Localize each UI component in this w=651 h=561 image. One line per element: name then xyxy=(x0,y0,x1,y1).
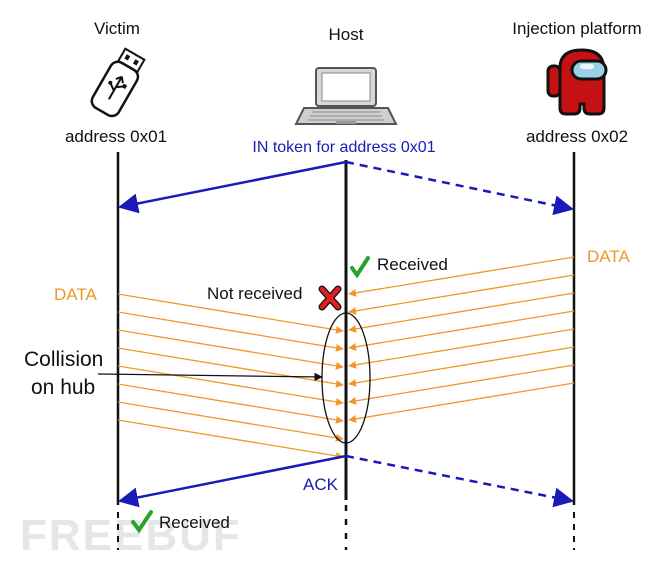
host-received-label: Received xyxy=(377,255,448,274)
injector-data-arrow xyxy=(348,292,575,333)
injector-data-arrow xyxy=(348,328,575,369)
laptop-icon xyxy=(294,67,398,125)
victim-data-arrow xyxy=(117,329,344,370)
injector-data-arrow xyxy=(348,274,575,315)
victim-data-arrows xyxy=(117,293,344,460)
injector-data-arrows xyxy=(348,256,575,423)
injector-data-arrow xyxy=(348,346,575,387)
usb-stick-icon xyxy=(90,47,146,118)
watermark-text: FREEBUF xyxy=(20,511,242,560)
victim-data-arrow xyxy=(117,347,344,388)
injector-data-arrow xyxy=(348,382,575,423)
victim-title: Victim xyxy=(94,19,140,38)
victim-data-arrow xyxy=(117,311,344,352)
in-token-label: IN token for address 0x01 xyxy=(252,139,435,156)
crewmate-icon xyxy=(546,48,608,116)
in-token-to-victim-arrow xyxy=(118,160,347,214)
victim-data-arrow xyxy=(117,365,344,406)
victim-data-arrow xyxy=(117,383,344,424)
victim-data-label: DATA xyxy=(54,285,97,304)
victim-received-label: Received xyxy=(159,513,230,532)
host-title: Host xyxy=(329,25,364,44)
victim-data-arrow xyxy=(117,401,344,442)
not-received-x-icon xyxy=(318,285,342,311)
in-token-to-injector-arrow xyxy=(345,160,574,216)
victim-data-arrow xyxy=(117,293,344,334)
collision-pointer-arrow xyxy=(97,372,323,382)
injector-data-arrow xyxy=(348,364,575,405)
not-received-label: Not received xyxy=(207,284,302,303)
ack-to-injector-arrow xyxy=(345,454,574,508)
injector-data-arrow xyxy=(348,256,575,297)
injector-data-arrow xyxy=(348,310,575,351)
victim-data-arrow xyxy=(117,419,344,460)
ack-to-victim-arrow xyxy=(118,454,347,508)
ack-label: ACK xyxy=(303,475,339,494)
injector-data-label: DATA xyxy=(587,247,630,266)
collision-label: Collision on hub xyxy=(24,348,109,399)
host-received-check-icon xyxy=(350,256,370,279)
injector-title: Injection platform xyxy=(512,19,641,38)
injector-address: address 0x02 xyxy=(526,127,628,146)
victim-address: address 0x01 xyxy=(65,127,167,146)
victim-received-check-icon xyxy=(131,510,153,534)
